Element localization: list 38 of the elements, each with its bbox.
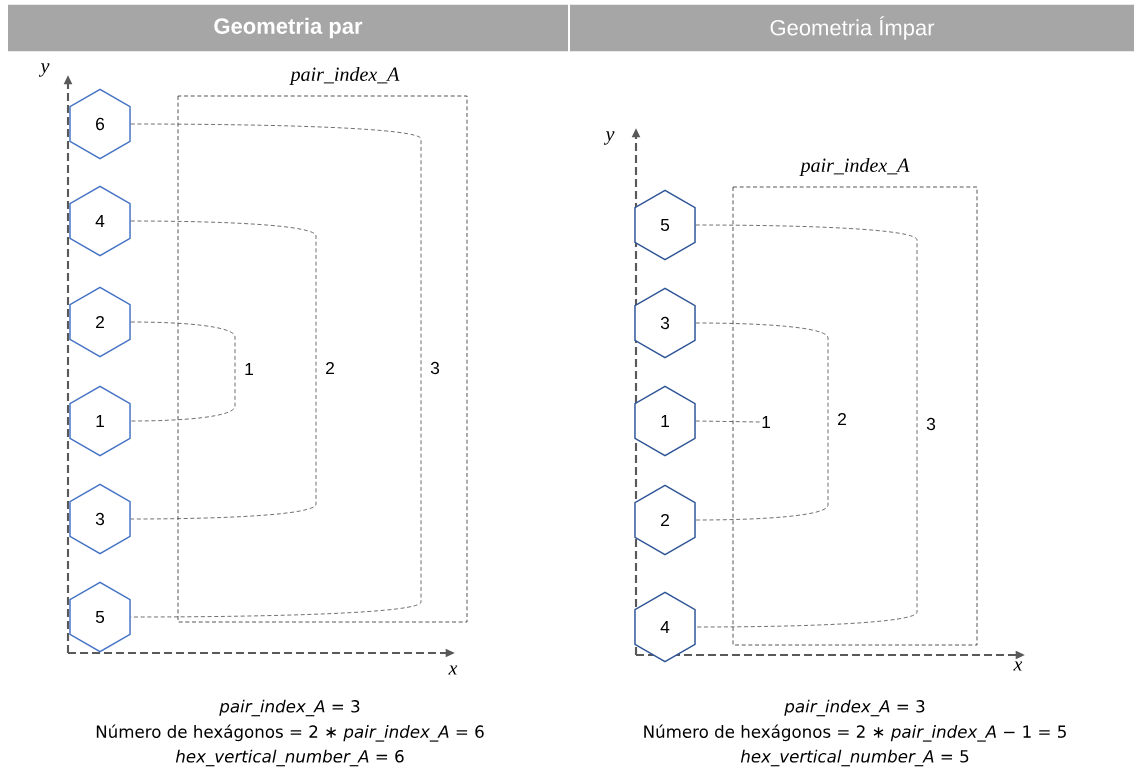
connector xyxy=(130,123,422,618)
formula-line: Número de hexágonos = 2 ∗ pair_index_A = 6 xyxy=(96,724,484,742)
node-label: Geometria par xyxy=(214,17,363,39)
formula-line: hex_vertical_number_A = 5 xyxy=(740,749,969,767)
hexagon: 2 xyxy=(69,286,131,358)
formula-line: pair_index_A = 3 xyxy=(784,699,925,717)
hexagon: 1 xyxy=(69,385,131,457)
axis-label: x xyxy=(448,665,458,675)
axis-label: y xyxy=(38,63,50,77)
connector xyxy=(695,224,918,628)
header-band: Geometria Ímpar xyxy=(570,4,1134,52)
hexagon: 2 xyxy=(634,484,696,556)
edge-label: 1 xyxy=(242,361,256,377)
formula-line: Número de hexágonos = 2 ∗ pair_index_A − 1 = 5 xyxy=(644,724,1066,742)
edge-label: 2 xyxy=(835,411,849,427)
hexagon: 3 xyxy=(69,483,131,555)
formula-line: hex_vertical_number_A = 6 xyxy=(175,749,404,767)
edge-label: 2 xyxy=(323,360,337,376)
axis-label: y xyxy=(603,131,615,145)
hexagon: 5 xyxy=(634,189,696,261)
connector xyxy=(130,220,317,520)
connector xyxy=(130,321,236,422)
formula-line: pair_index_A = 3 xyxy=(219,699,360,717)
connector xyxy=(695,420,760,423)
hexagon: 5 xyxy=(69,581,131,653)
axis-label: x xyxy=(1013,661,1023,671)
axis-label: pair_index_A xyxy=(799,157,910,177)
edge-label: 3 xyxy=(428,360,442,376)
edge-label: 3 xyxy=(924,416,938,432)
connector xyxy=(695,322,829,521)
node-label: Geometria Ímpar xyxy=(770,16,935,40)
hexagon: 1 xyxy=(634,385,696,457)
hexagon: 4 xyxy=(634,591,696,663)
hexagon: 6 xyxy=(69,88,131,160)
number-label: 1 xyxy=(762,416,770,428)
hexagon: 3 xyxy=(634,287,696,359)
hexagon: 4 xyxy=(69,185,131,257)
header-band: Geometria par xyxy=(8,4,568,52)
